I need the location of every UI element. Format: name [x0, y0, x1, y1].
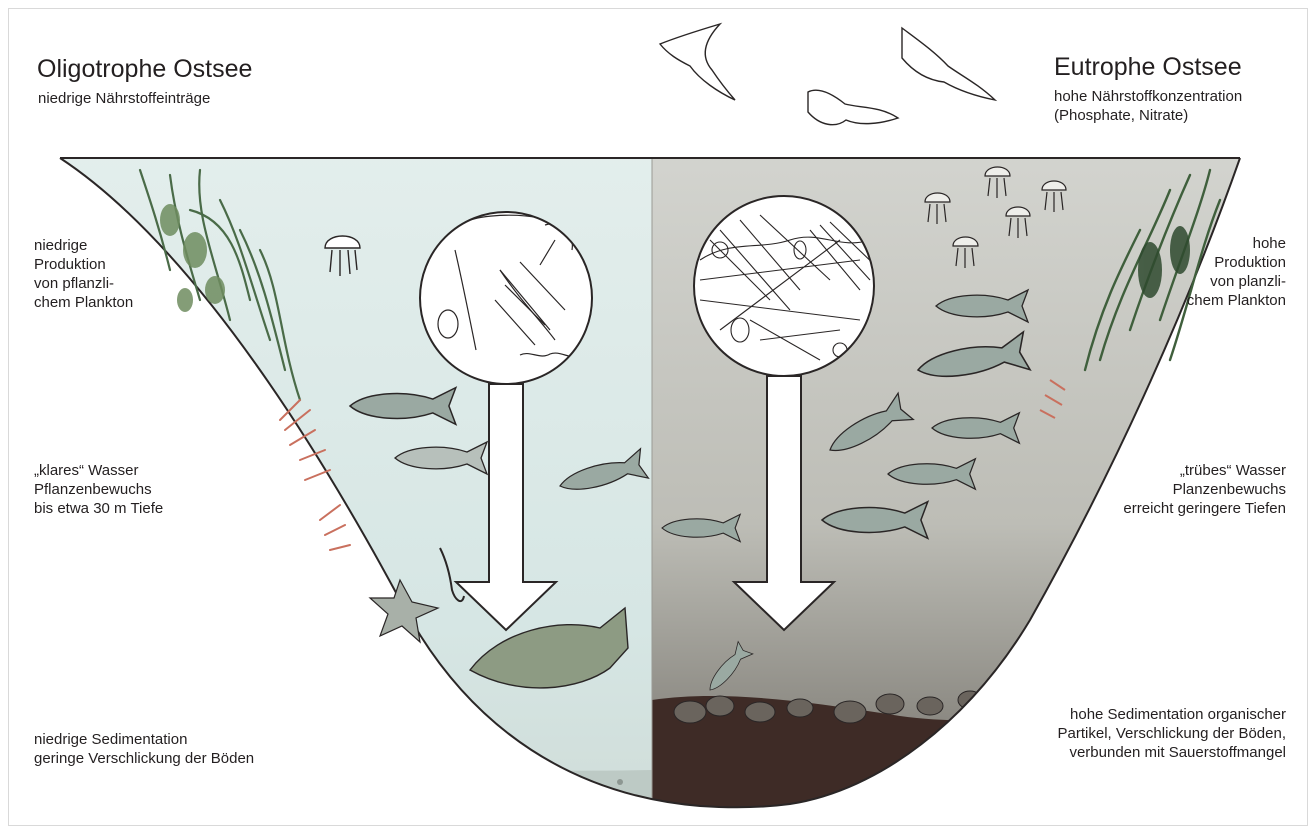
right-sediment-label: hohe Sedimentation organischer Partikel,…: [1058, 705, 1286, 762]
seabirds: [660, 24, 995, 125]
left-title: Oligotrophe Ostsee: [37, 54, 252, 84]
right-subtitle: hohe Nährstoffkonzentration (Phosphate, …: [1054, 87, 1242, 125]
left-sediment-label: niedrige Sedimentation geringe Verschlic…: [34, 730, 254, 768]
right-production-label: hohe Produktion von planzli- chem Plankt…: [1187, 234, 1286, 310]
left-production-label: niedrige Produktion von pflanzli- chem P…: [34, 236, 133, 312]
right-water-label: „trübes“ Wasser Planzenbewuchs erreicht …: [1123, 461, 1286, 518]
left-water-label: „klares“ Wasser Pflanzenbewuchs bis etwa…: [34, 461, 163, 518]
left-subtitle: niedrige Nährstoffeinträge: [38, 89, 210, 108]
right-title: Eutrophe Ostsee: [1054, 52, 1242, 82]
